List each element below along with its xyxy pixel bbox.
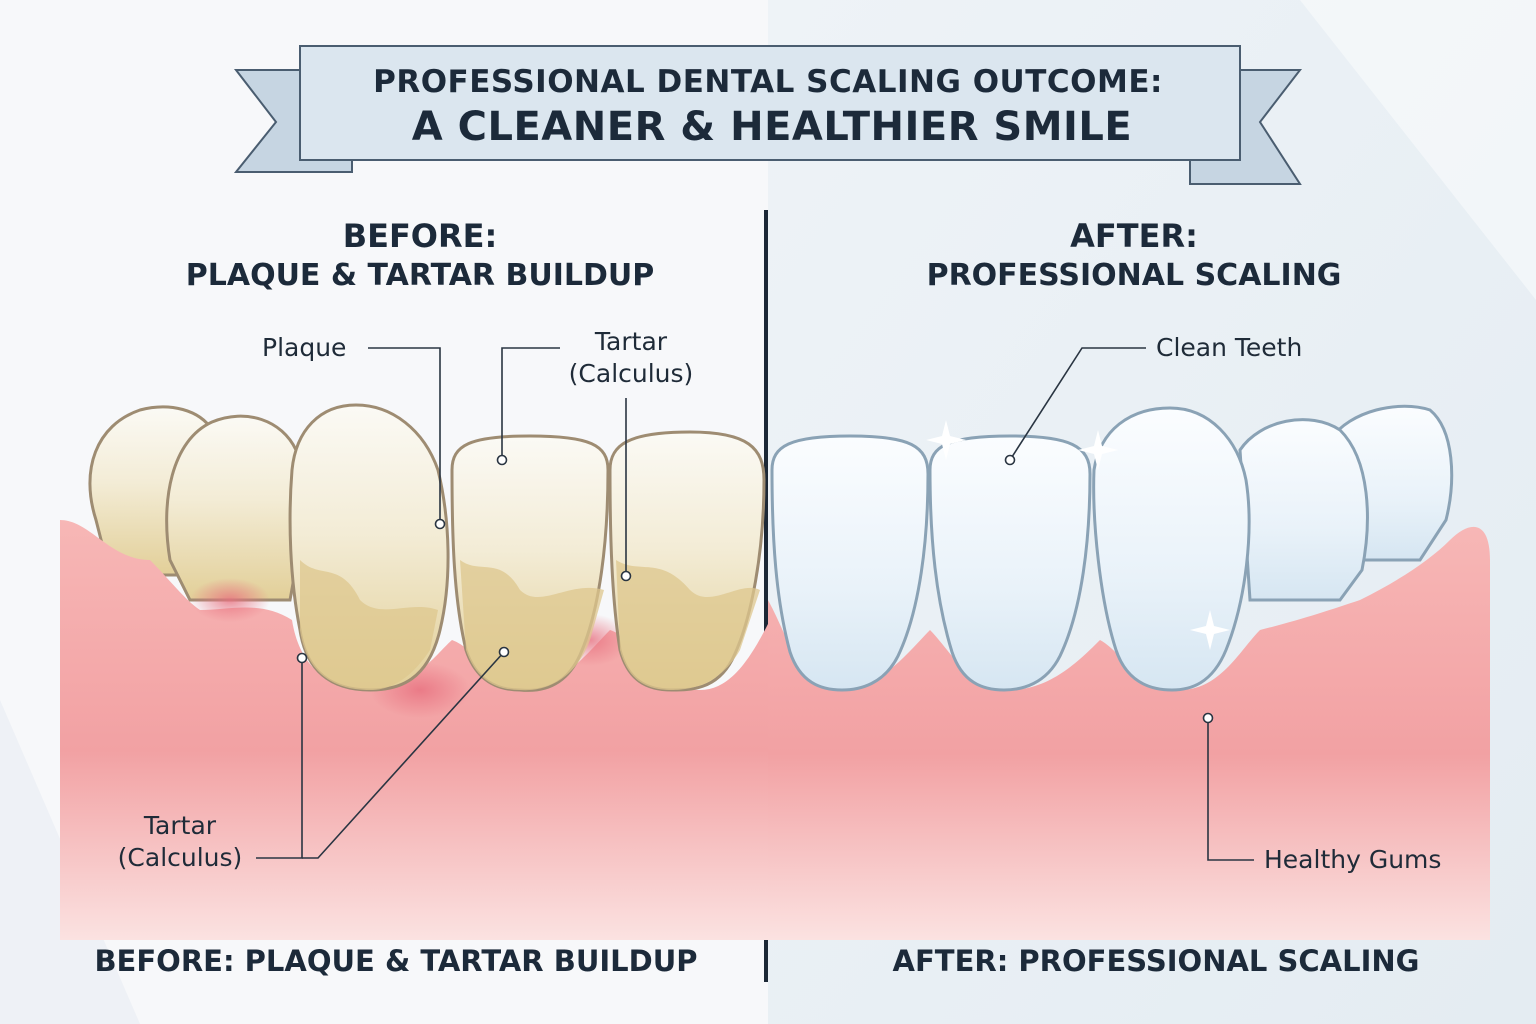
tartar-bottom-label: Tartar (Calculus): [110, 810, 250, 874]
after-heading-line1: AFTER:: [1070, 217, 1198, 255]
clean-teeth-leader: [1009, 347, 1146, 461]
tartar-top-label-line1: Tartar: [594, 327, 668, 356]
before-heading-line2: PLAQUE & TARTAR BUILDUP: [185, 258, 655, 293]
tartar-bottom-leader-2: [302, 651, 505, 859]
incisor-tooth: [770, 434, 930, 692]
before-leader-lines: [256, 347, 632, 859]
before-footer-caption: BEFORE: PLAQUE & TARTAR BUILDUP: [94, 944, 698, 978]
plaque-leader: [368, 347, 441, 524]
clean-teeth-label: Clean Teeth: [1156, 333, 1303, 362]
premolar-tooth: [1238, 418, 1369, 602]
tartar-deposit: [300, 560, 438, 690]
after-heading-line2: PROFESSIONAL SCALING: [926, 258, 1342, 293]
canine-tooth: [1092, 406, 1251, 692]
tartar-deposit: [616, 560, 760, 690]
incisor-tooth: [928, 434, 1092, 692]
after-jaw: [768, 404, 1490, 940]
tartar-bottom-label-line1: Tartar: [143, 811, 217, 840]
premolar-tooth: [165, 414, 302, 602]
after-leader-lines: [1004, 347, 1254, 861]
healthy-gums-leader: [1207, 718, 1254, 861]
before-heading-line1: BEFORE:: [342, 217, 498, 255]
banner-title-line2: A CLEANER & HEALTHIER SMILE: [411, 104, 1133, 150]
after-heading: AFTER: PROFESSIONAL SCALING: [927, 216, 1342, 296]
gum-inflamed: [60, 520, 770, 940]
gum-healthy: [768, 526, 1490, 940]
tartar-top-leader: [501, 347, 560, 460]
tartar-deposit: [460, 560, 604, 691]
tartar-top-label-line2: (Calculus): [568, 359, 694, 388]
before-jaw: [60, 403, 770, 940]
bg-facet: [1300, 0, 1536, 300]
tartar-top-label: Tartar (Calculus): [562, 326, 700, 390]
healthy-gums-label: Healthy Gums: [1264, 845, 1442, 874]
before-heading: BEFORE: PLAQUE & TARTAR BUILDUP: [186, 216, 655, 296]
banner-title-line1: PROFESSIONAL DENTAL SCALING OUTCOME:: [373, 64, 1163, 100]
plaque-label: Plaque: [262, 333, 347, 362]
title-ribbon: [233, 45, 1303, 185]
tartar-bottom-label-line2: (Calculus): [117, 843, 243, 872]
inflamed-spot: [190, 578, 270, 622]
sparkle-icon: [926, 420, 1230, 650]
after-footer-caption: AFTER: PROFESSIONAL SCALING: [892, 944, 1420, 978]
